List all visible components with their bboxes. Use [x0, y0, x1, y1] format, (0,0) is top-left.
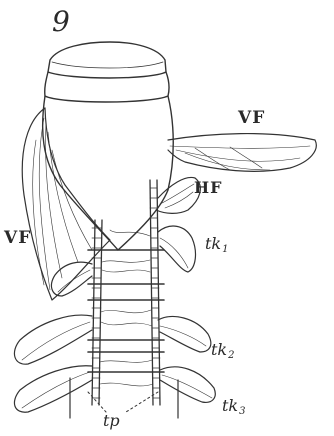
label-tk2: tk2: [211, 342, 235, 361]
label-tk1-subscript: 1: [222, 244, 228, 255]
figure-number: 9: [52, 8, 70, 36]
left-gills: [14, 262, 92, 412]
label-tp: tp: [103, 413, 120, 429]
label-tk3-text: tk: [222, 396, 238, 415]
label-vf-left: VF: [4, 230, 31, 247]
label-tk2-text: tk: [211, 340, 227, 359]
left-fore-wing: [22, 108, 110, 300]
label-tk2-subscript: 2: [228, 350, 234, 361]
thorax-shield: [43, 96, 174, 250]
right-fore-wing: [168, 134, 316, 172]
label-tk1-text: tk: [205, 234, 221, 253]
label-tk1: tk1: [205, 236, 229, 255]
label-hf: HF: [194, 180, 222, 196]
label-tk3: tk3: [222, 398, 246, 417]
label-vf-right: VF: [238, 110, 265, 127]
head-segment: [45, 42, 169, 102]
label-tk3-subscript: 3: [239, 406, 245, 417]
tracheoles: [100, 230, 153, 386]
